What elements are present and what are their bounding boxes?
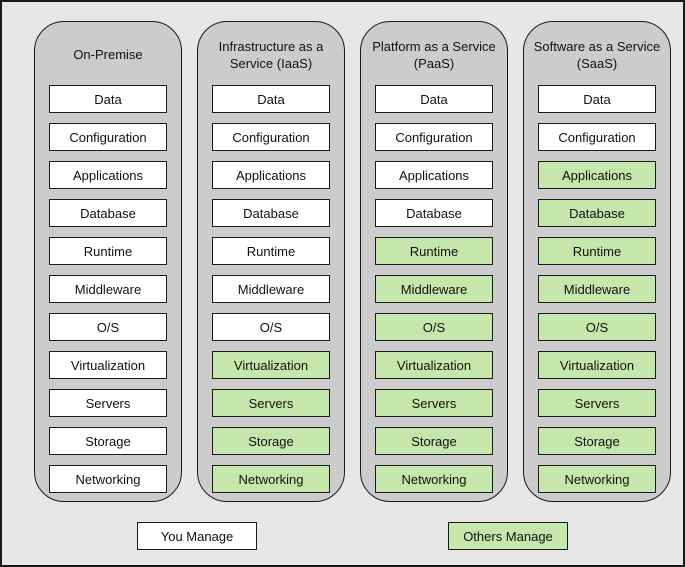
layer-cell: Virtualization [538,351,656,379]
layer-cell: Runtime [212,237,330,265]
layer-cell: Servers [212,389,330,417]
layer-cell: Networking [212,465,330,493]
layer-cell: Middleware [212,275,330,303]
layer-cell: Data [538,85,656,113]
layer-cell: Virtualization [375,351,493,379]
layer-cell: Applications [49,161,167,189]
layer-cell: Applications [212,161,330,189]
layer-cell: Servers [375,389,493,417]
layer-cell: Networking [375,465,493,493]
layer-cell: Servers [538,389,656,417]
legend-you-manage: You Manage [137,522,257,550]
layer-cell: Virtualization [49,351,167,379]
column-title: Platform as a Service (PaaS) [372,39,496,71]
layer-cell: O/S [49,313,167,341]
layer-cell: Configuration [49,123,167,151]
layer-cell: Virtualization [212,351,330,379]
layer-cell: Runtime [538,237,656,265]
layer-cell: Servers [49,389,167,417]
legend-others-manage: Others Manage [448,522,568,550]
layer-cell: Database [375,199,493,227]
layer-cell: Middleware [375,275,493,303]
layer-cell: Database [538,199,656,227]
layer-cell: Networking [538,465,656,493]
layer-cell: Networking [49,465,167,493]
layer-cell: Data [212,85,330,113]
layer-cell: Runtime [375,237,493,265]
layer-cell: Configuration [212,123,330,151]
layer-cell: Storage [538,427,656,455]
layer-cell: Storage [49,427,167,455]
layer-cell: Data [375,85,493,113]
layer-cell: Data [49,85,167,113]
layer-cell: Applications [538,161,656,189]
column-title: Infrastructure as a Service (IaaS) [218,39,324,71]
layer-cell: O/S [212,313,330,341]
layer-cell: Configuration [538,123,656,151]
layer-cell: Runtime [49,237,167,265]
layer-cell: O/S [538,313,656,341]
column-title: On-Premise [73,47,143,63]
layer-cell: Middleware [538,275,656,303]
layer-cell: Storage [212,427,330,455]
column-title: Software as a Service (SaaS) [533,39,661,71]
layer-cell: Database [49,199,167,227]
layer-cell: Database [212,199,330,227]
layer-cell: O/S [375,313,493,341]
layer-cell: Applications [375,161,493,189]
layer-cell: Storage [375,427,493,455]
layer-cell: Middleware [49,275,167,303]
layer-cell: Configuration [375,123,493,151]
